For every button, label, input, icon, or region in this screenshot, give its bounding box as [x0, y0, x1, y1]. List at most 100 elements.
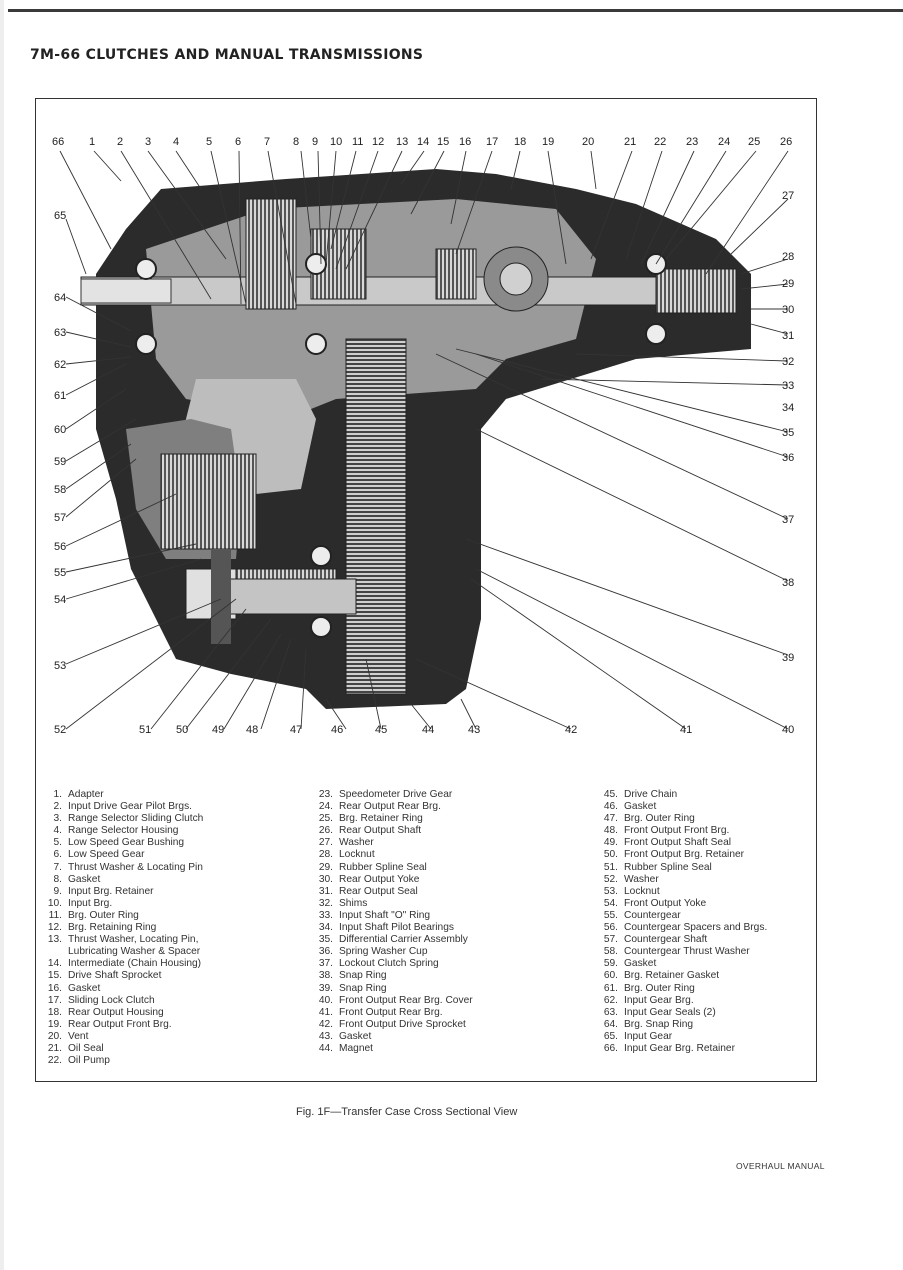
- callout-54: 54: [54, 594, 66, 606]
- legend-item-text: Input Drive Gear Pilot Brgs.: [68, 801, 192, 813]
- callout-29: 29: [782, 278, 794, 290]
- legend-item: 59.Gasket: [592, 958, 767, 970]
- legend-item-text: Rubber Spline Seal: [624, 861, 712, 873]
- legend-item-number: 27.: [318, 837, 333, 849]
- legend-item-text: Thrust Washer & Locating Pin: [68, 861, 203, 873]
- legend-item-text: Thrust Washer, Locating Pin,: [68, 934, 199, 946]
- legend-item: Lubricating Washer & Spacer: [36, 946, 203, 958]
- legend-item-text: Front Output Yoke: [624, 897, 707, 909]
- legend-item-number: 34.: [318, 922, 333, 934]
- legend-item-number: 66.: [603, 1042, 618, 1054]
- legend-item-text: Speedometer Drive Gear: [339, 789, 453, 800]
- legend-item-number: 41.: [318, 1006, 333, 1018]
- callout-41: 41: [680, 724, 692, 736]
- callout-25: 25: [748, 136, 760, 148]
- legend-item: 7.Thrust Washer & Locating Pin: [36, 862, 203, 874]
- legend-item-number: 61.: [603, 982, 618, 994]
- callout-labels: 66 1 2 3 4 5 6 7 8 9 10 11 12 13 14 15 1…: [52, 136, 794, 736]
- legend-item-text: Drive Chain: [624, 789, 678, 800]
- legend-item: 32.Shims: [307, 898, 473, 910]
- legend-item-text: Rear Output Rear Brg.: [339, 801, 441, 813]
- legend-item-text: Input Gear: [624, 1030, 673, 1042]
- legend-item: 60.Brg. Retainer Gasket: [592, 970, 767, 982]
- legend-item: 46.Gasket: [592, 801, 767, 813]
- legend-item-text: Range Selector Sliding Clutch: [68, 813, 204, 825]
- legend-item-text: Gasket: [624, 958, 657, 970]
- legend-item-text: Countergear Shaft: [624, 934, 708, 946]
- legend-item-text: Snap Ring: [339, 970, 387, 982]
- legend-item-text: Front Output Front Brg.: [624, 825, 730, 837]
- legend-item-number: 50.: [603, 849, 618, 861]
- legend-item-text: Front Output Rear Brg.: [339, 1006, 443, 1018]
- legend-item-number: 28.: [318, 849, 333, 861]
- legend-item: 17.Sliding Lock Clutch: [36, 995, 203, 1007]
- legend-item-number: 9.: [53, 885, 63, 897]
- callout-52: 52: [54, 724, 66, 736]
- callout-51: 51: [139, 724, 151, 736]
- transfer-case-diagram: 66 1 2 3 4 5 6 7 8 9 10 11 12 13 14 15 1…: [52, 136, 794, 736]
- legend-item-number: 32.: [318, 897, 333, 909]
- legend-item-number: 11.: [48, 909, 62, 921]
- legend-item-number: 12.: [47, 922, 62, 934]
- legend-item-number: 60.: [603, 970, 618, 982]
- legend-item-text: Input Gear Seals (2): [624, 1006, 716, 1018]
- legend-item: 35.Differential Carrier Assembly: [307, 934, 473, 946]
- callout-9: 9: [312, 136, 318, 148]
- legend-item-number: 31.: [318, 885, 333, 897]
- legend-item-number: 6.: [53, 849, 63, 861]
- legend-item-text: Input Brg. Retainer: [68, 885, 154, 897]
- callout-33: 33: [782, 380, 794, 392]
- callout-23: 23: [686, 136, 698, 148]
- callout-13: 13: [396, 136, 408, 148]
- legend-item-text: Rear Output Front Brg.: [68, 1018, 172, 1030]
- legend-item-text: Countergear Thrust Washer: [624, 946, 750, 958]
- legend-item: 9. Input Brg. Retainer: [36, 886, 203, 898]
- legend-item-number: 22.: [47, 1055, 62, 1067]
- page-edge-shadow: [0, 0, 4, 1270]
- legend-item: 65.Input Gear: [592, 1031, 767, 1043]
- legend-item-number: 1.: [53, 789, 63, 800]
- legend-item-text: Washer: [339, 837, 374, 849]
- legend-item-number: 4.: [53, 825, 63, 837]
- legend-item-text: Gasket: [339, 1030, 372, 1042]
- legend-item-text: Sliding Lock Clutch: [68, 994, 155, 1006]
- callout-36: 36: [782, 452, 794, 464]
- legend-item: 54. Front Output Yoke: [592, 898, 767, 910]
- legend-item: 18.Rear Output Housing: [36, 1007, 203, 1019]
- legend-item: 29.Rubber Spline Seal: [307, 862, 473, 874]
- callout-65: 65: [54, 210, 66, 222]
- legend-item-number: 62.: [603, 994, 618, 1006]
- legend-item-number: 20.: [47, 1030, 62, 1042]
- legend-item-number: 54.: [603, 897, 618, 909]
- callout-26: 26: [780, 136, 792, 148]
- legend-item-number: 45.: [603, 789, 618, 800]
- legend-item-text: Rubber Spline Seal: [339, 861, 427, 873]
- legend-item: 36.Spring Washer Cup: [307, 946, 473, 958]
- legend-item: 56.Countergear Spacers and Brgs.: [592, 922, 767, 934]
- callout-61: 61: [54, 390, 66, 402]
- legend-item-text: Brg. Snap Ring: [624, 1018, 694, 1030]
- legend-item-text: Front Output Rear Brg. Cover: [339, 994, 473, 1006]
- figure-caption: Fig. 1F—Transfer Case Cross Sectional Vi…: [296, 1106, 518, 1118]
- legend-item-text: Input Gear Brg. Retainer: [624, 1042, 735, 1054]
- legend-item-number: 16.: [47, 982, 62, 994]
- legend-item: 34.Input Shaft Pilot Bearings: [307, 922, 473, 934]
- main-shaft: [80, 268, 737, 314]
- legend-item-text: Brg. Outer Ring: [624, 982, 695, 994]
- legend-item: 14.Intermediate (Chain Housing): [36, 958, 203, 970]
- callout-8: 8: [293, 136, 299, 148]
- legend-item-number: 58.: [603, 946, 618, 958]
- legend-item: 39.Snap Ring: [307, 983, 473, 995]
- legend-item-number: 15.: [47, 970, 62, 982]
- legend-item: 15.Drive Shaft Sprocket: [36, 970, 203, 982]
- legend-item-number: 47.: [603, 813, 618, 825]
- legend-item: 57.Countergear Shaft: [592, 934, 767, 946]
- legend-item-number: 21.: [47, 1042, 62, 1054]
- legend-item: 16.Gasket: [36, 983, 203, 995]
- legend-item-number: 55.: [603, 909, 618, 921]
- legend-item-number: 19.: [47, 1018, 62, 1030]
- legend-item-text: Low Speed Gear: [68, 849, 145, 861]
- legend-item: 58. Countergear Thrust Washer: [592, 946, 767, 958]
- callout-45: 45: [375, 724, 387, 736]
